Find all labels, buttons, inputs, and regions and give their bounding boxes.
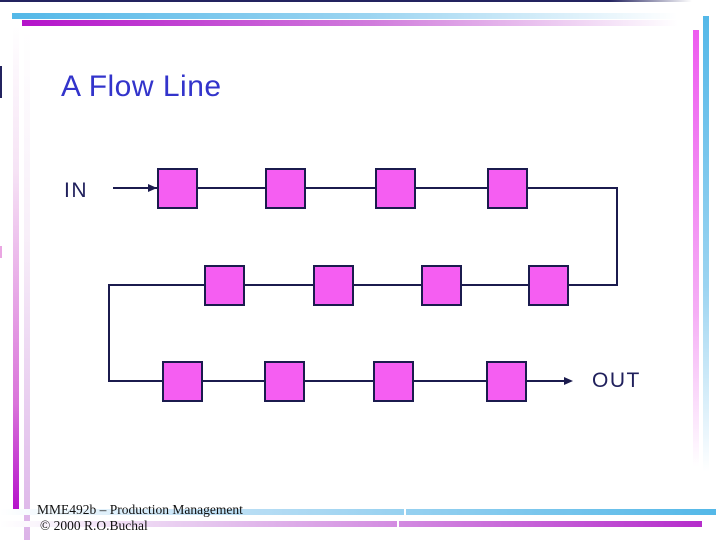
station-box-row3-4: [486, 361, 527, 402]
top-cyan-accent-bar: [12, 13, 720, 19]
in-arrow-line: [113, 187, 149, 189]
station-box-row3-2: [264, 361, 305, 402]
left-edge-dark-fragment: [0, 66, 2, 98]
flow-in-label: IN: [64, 179, 88, 202]
out-arrowhead-icon: [564, 376, 573, 385]
slide-title: A Flow Line: [61, 70, 222, 103]
right-cyan-accent-bar: [703, 16, 709, 506]
station-box-row2-4: [528, 265, 569, 306]
row-2-flow-line: [108, 284, 618, 286]
station-box-row3-1: [162, 361, 203, 402]
station-box-row1-2: [265, 168, 306, 209]
station-box-row3-3: [373, 361, 414, 402]
left-down-connector-line: [108, 284, 110, 382]
in-arrowhead-icon: [148, 183, 157, 192]
bottom-magenta-bar-notch: [397, 521, 399, 527]
out-arrow-line: [528, 380, 565, 382]
flow-out-label: OUT: [592, 369, 641, 392]
row-3-flow-line: [108, 380, 528, 382]
right-down-connector-line: [616, 187, 618, 286]
left-edge-pink-fragment: [0, 246, 2, 258]
station-box-row1-4: [487, 168, 528, 209]
top-magenta-accent-bar: [22, 20, 720, 26]
bottom-magenta-accent-bar: [0, 521, 702, 527]
footer-course-text: MME492b – Production Management: [37, 502, 243, 517]
station-box-row1-3: [375, 168, 416, 209]
bottom-cyan-accent-bar: [0, 509, 716, 515]
station-box-row2-3: [421, 265, 462, 306]
bottom-cyan-bar-notch: [404, 509, 406, 515]
left-magenta-accent-bar: [13, 26, 19, 510]
top-hairline-divider: [0, 0, 692, 2]
right-magenta-accent-bar: [693, 30, 699, 485]
footer-copyright-text: © 2000 R.O.Buchal: [40, 518, 148, 533]
left-lavender-accent-bar: [24, 30, 30, 540]
station-box-row1-1: [157, 168, 198, 209]
station-box-row2-1: [204, 265, 245, 306]
station-box-row2-2: [313, 265, 354, 306]
